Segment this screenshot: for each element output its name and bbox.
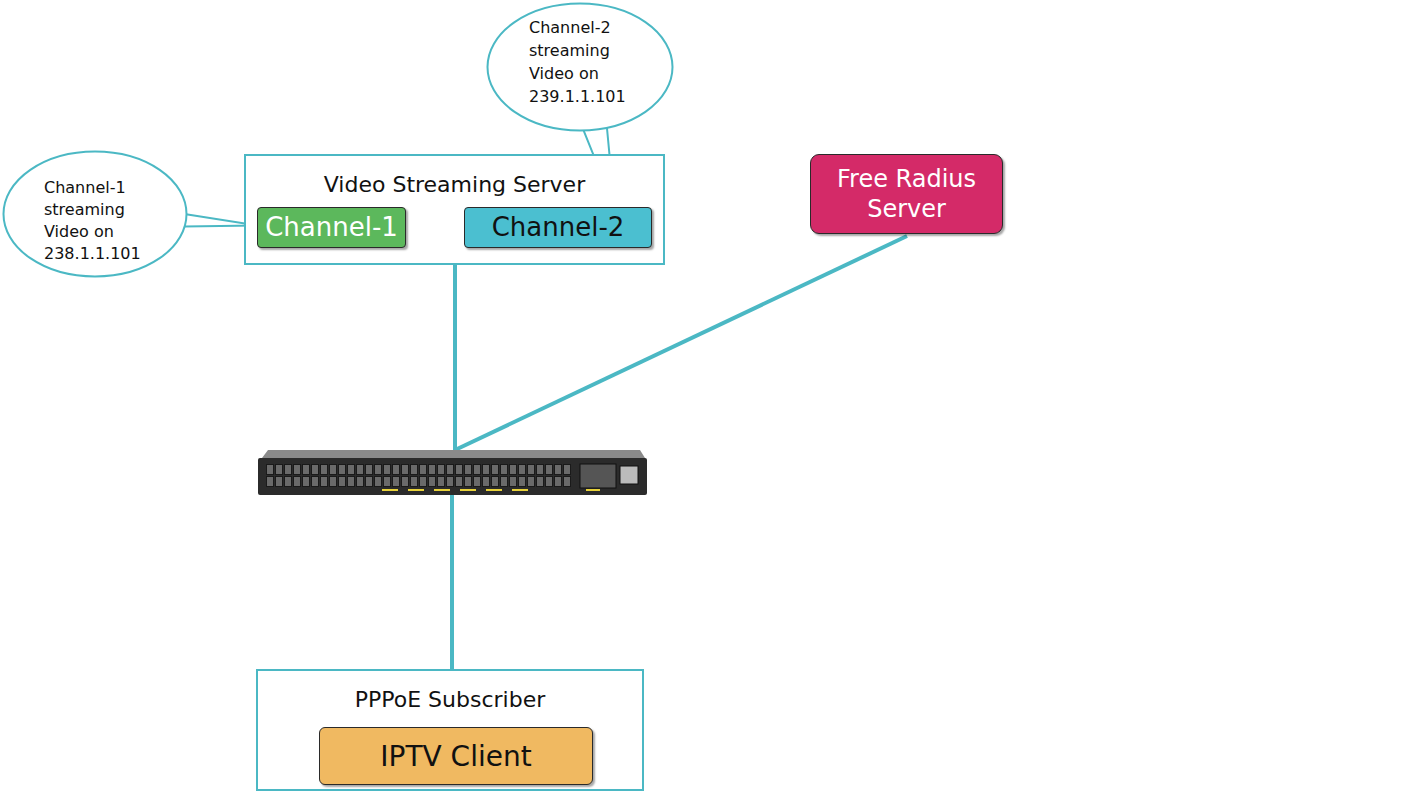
node-label: Free Radius Server bbox=[832, 164, 982, 224]
client-box: IPTV Client bbox=[319, 727, 593, 785]
subscriber-box: PPPoE SubscriberIPTV Client bbox=[256, 669, 644, 791]
switch-uplinks bbox=[580, 464, 616, 488]
server-box: Free Radius Server bbox=[810, 154, 1003, 234]
channel-box: Channel-1 bbox=[257, 207, 406, 248]
node-label: Channel-1 streaming Video on 238.1.1.101 bbox=[44, 177, 156, 265]
node-label: Channel-2 streaming Video on 239.1.1.101 bbox=[529, 16, 641, 108]
bubble-ellipse bbox=[488, 4, 673, 131]
switch-top bbox=[262, 450, 645, 458]
channel-box: Channel-2 bbox=[464, 207, 652, 248]
node-label: Channel-2 bbox=[492, 211, 625, 244]
node-label: Channel-1 bbox=[265, 211, 398, 244]
switch-leds bbox=[382, 489, 600, 491]
uplink-wire bbox=[453, 265, 457, 450]
switch-ports bbox=[266, 464, 572, 488]
node-label: IPTV Client bbox=[380, 739, 531, 774]
node-label: PPPoE Subscriber bbox=[258, 687, 642, 712]
bubble-ellipse bbox=[4, 152, 187, 277]
switch-mgmt bbox=[620, 466, 638, 484]
callout-bubble: Channel-2 streaming Video on 239.1.1.101 bbox=[486, 2, 674, 132]
callout-bubble: Channel-1 streaming Video on 238.1.1.101 bbox=[2, 150, 188, 278]
radius-wire bbox=[455, 236, 907, 450]
subscriber-wire bbox=[450, 494, 454, 669]
server-box: Video Streaming ServerChannel-1 Channel-2 bbox=[244, 154, 665, 265]
switch-body bbox=[258, 458, 647, 495]
node-label: Video Streaming Server bbox=[246, 172, 663, 197]
